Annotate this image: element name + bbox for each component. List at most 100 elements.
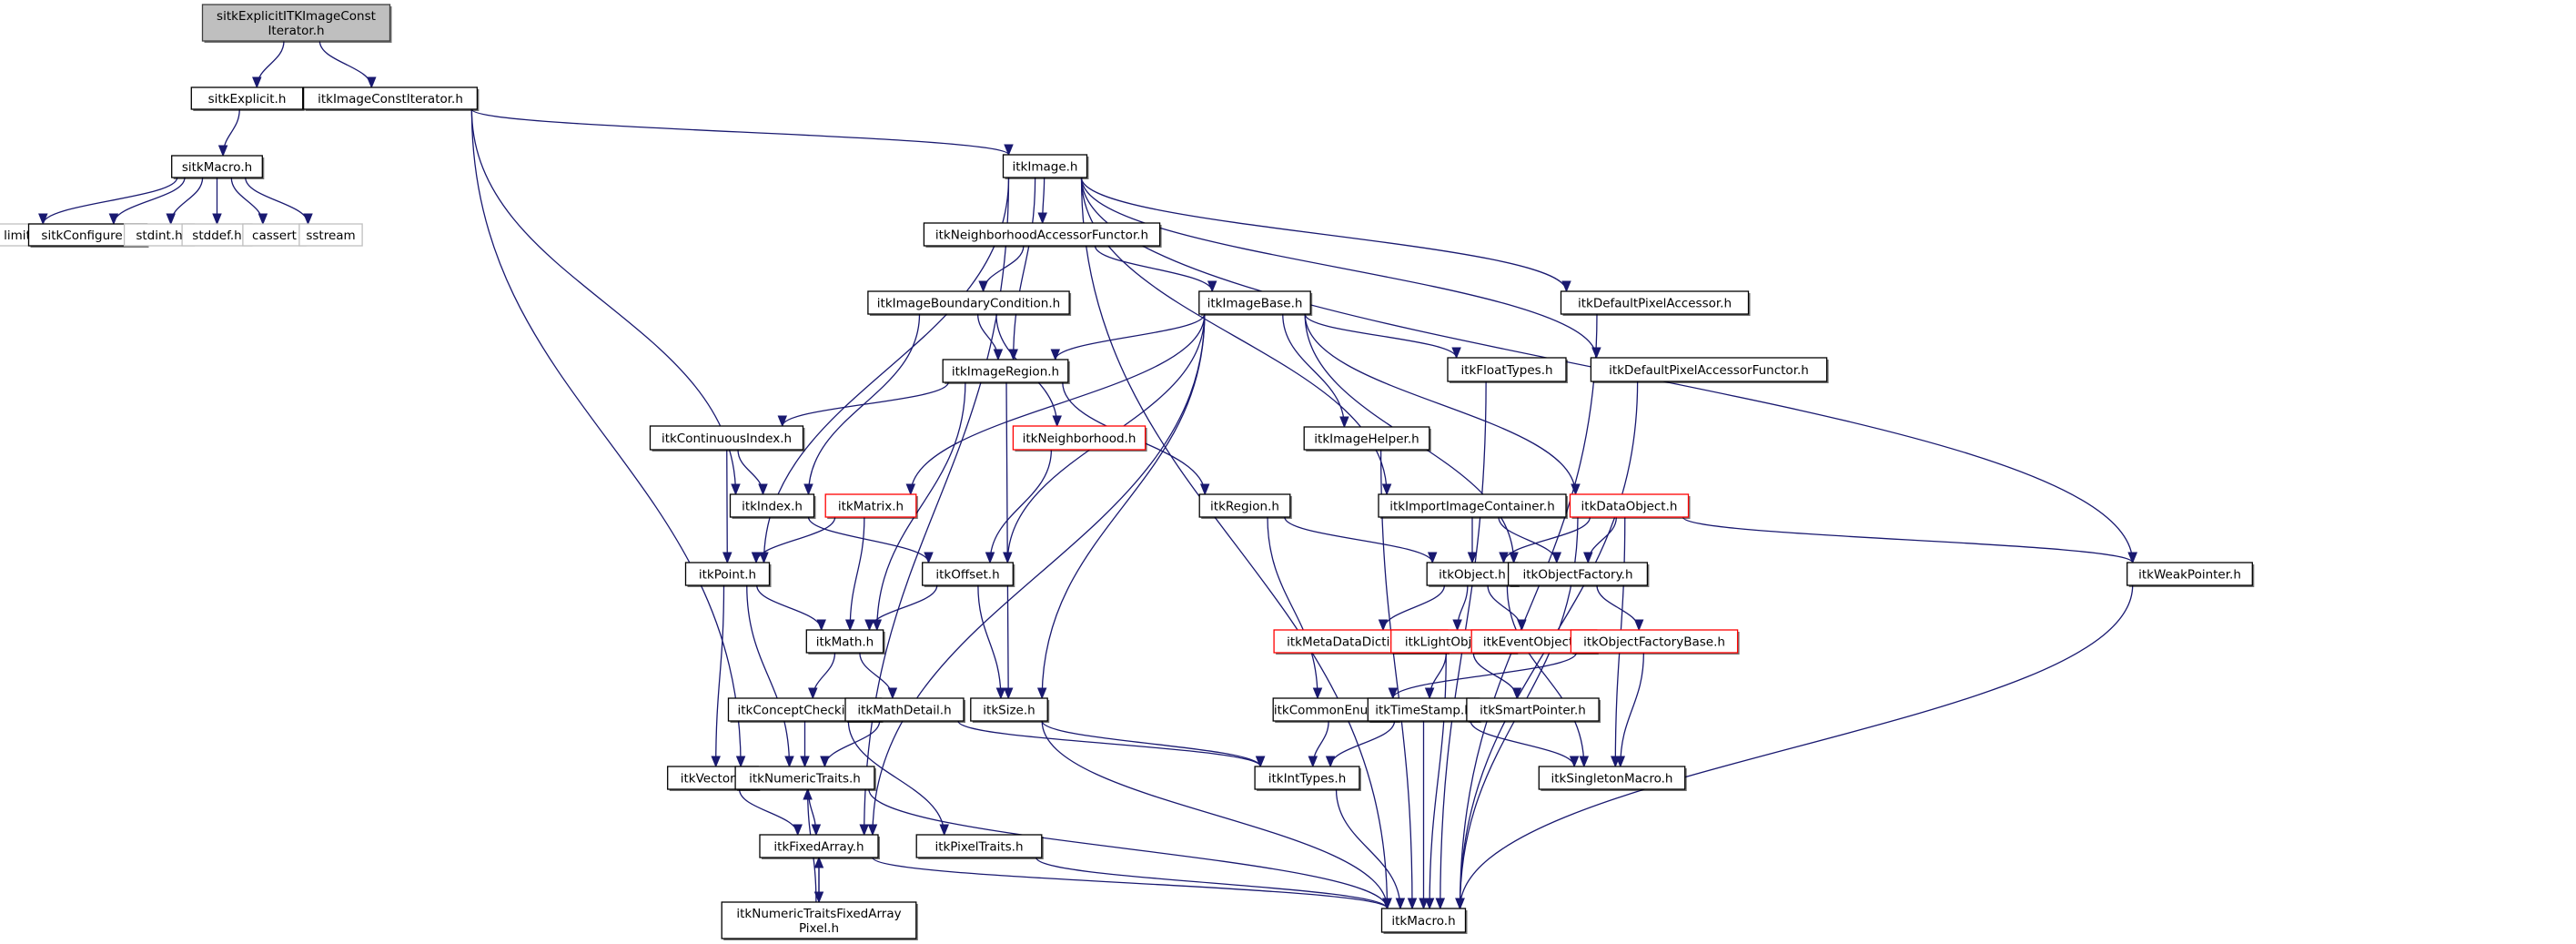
node-box — [302, 86, 479, 110]
arrowhead-icon — [1388, 687, 1399, 700]
node-itkMacro[interactable]: itkMacro.h — [1380, 908, 1468, 934]
node-itkDefaultPixelAccessorFunctor[interactable]: itkDefaultPixelAccessorFunctor.h — [1590, 357, 1829, 383]
arrowhead-icon — [811, 824, 822, 837]
node-label: itkObjectFactoryBase.h — [1583, 635, 1725, 650]
node-box — [1590, 357, 1828, 382]
node-itkNeighborhoodAccessorFunctor[interactable]: itkNeighborhoodAccessorFunctor.h — [923, 222, 1162, 248]
node-label: itkConceptChecking.h — [738, 704, 873, 718]
node-box — [201, 4, 391, 42]
edge-itkContinuousIndex-to-itkIndex — [737, 449, 764, 495]
node-label: itkIndex.h — [742, 500, 803, 514]
arrowhead-icon — [1561, 280, 1571, 293]
arrowhead-icon — [777, 415, 788, 428]
node-label: Pixel.h — [799, 921, 839, 936]
node-box — [844, 697, 965, 722]
arrowhead-icon — [1037, 212, 1047, 225]
node-label: itkSize.h — [983, 704, 1035, 718]
node-box — [1198, 493, 1291, 518]
node-box — [1507, 562, 1649, 586]
node-itkNeighborhood[interactable]: itkNeighborhood.h — [1012, 425, 1147, 452]
node-label: itkDefaultPixelAccessor.h — [1578, 297, 1732, 311]
node-itkImageHelper[interactable]: itkImageHelper.h — [1303, 426, 1431, 452]
node-itkDefaultPixelAccessor[interactable]: itkDefaultPixelAccessor.h — [1560, 290, 1751, 316]
node-itkRegion[interactable]: itkRegion.h — [1198, 493, 1292, 519]
arrowhead-icon — [816, 619, 826, 632]
arrowhead-icon — [784, 756, 794, 768]
node-box — [2126, 562, 2253, 586]
node-itkTimeStamp[interactable]: itkTimeStamp.h — [1367, 697, 1481, 723]
edge-itkImageBase-to-itkImageRegion — [1055, 313, 1206, 360]
node-itkOffset[interactable]: itkOffset.h — [922, 562, 1015, 587]
node-box — [734, 766, 875, 790]
arrowhead-icon — [303, 213, 313, 226]
node-itkFixedArray[interactable]: itkFixedArray.h — [759, 834, 880, 859]
node-itkObject[interactable]: itkObject.h — [1426, 562, 1520, 587]
node-itkSmartPointer[interactable]: itkSmartPointer.h — [1466, 697, 1601, 723]
node-itkImageConstIterator[interactable]: itkImageConstIterator.h — [302, 86, 480, 111]
edge-root-to-sitkExplicit — [256, 40, 285, 88]
edge-itkNeighborhoodAccessorFunctor-to-itkImageBase — [1094, 245, 1213, 292]
node-label: sstream — [306, 228, 355, 243]
edge-sitkMacro-to-sstream — [245, 177, 309, 225]
edge-itkOffset-to-itkSize — [977, 584, 1002, 699]
node-itkObjectFactoryBase[interactable]: itkObjectFactoryBase.h — [1570, 629, 1740, 655]
arrowhead-icon — [864, 619, 874, 632]
node-itkImageBase[interactable]: itkImageBase.h — [1198, 290, 1313, 316]
node-itkIntTypes[interactable]: itkIntTypes.h — [1254, 766, 1361, 791]
node-box — [1254, 766, 1360, 790]
node-itkContinuousIndex[interactable]: itkContinuousIndex.h — [649, 425, 805, 452]
arrowhead-icon — [212, 213, 222, 226]
node-itkWeakPointer[interactable]: itkWeakPointer.h — [2126, 562, 2255, 587]
node-itkSingletonMacro[interactable]: itkSingletonMacro.h — [1538, 766, 1687, 791]
edge-itkImage-to-itkDefaultPixelAccessor — [1080, 177, 1568, 292]
arrowhead-icon — [711, 756, 721, 768]
node-itkPoint[interactable]: itkPoint.h — [684, 562, 772, 587]
arrowhead-icon — [1255, 756, 1266, 768]
node-itkObjectFactory[interactable]: itkObjectFactory.h — [1507, 562, 1650, 587]
node-label: itkFixedArray.h — [773, 840, 864, 855]
node-itkImageRegion[interactable]: itkImageRegion.h — [942, 359, 1070, 384]
node-itkMatrix[interactable]: itkMatrix.h — [824, 493, 918, 519]
arrowhead-icon — [1382, 898, 1392, 910]
arrowhead-icon — [1308, 756, 1318, 768]
edge-itkPoint-to-itkNumericTraits — [746, 584, 791, 767]
arrowhead-icon — [722, 552, 732, 564]
edge-itkImageBase-to-itkFloatTypes — [1304, 313, 1458, 359]
node-box — [1538, 766, 1686, 790]
arrowhead-icon — [1633, 619, 1644, 632]
node-itkIndex[interactable]: itkIndex.h — [729, 493, 816, 519]
node-itkMathDetail[interactable]: itkMathDetail.h — [844, 697, 965, 723]
node-box — [171, 155, 263, 178]
node-label: sitkExplicit.h — [208, 92, 287, 107]
node-box — [923, 222, 1161, 247]
node-label: itkMath.h — [816, 635, 874, 650]
node-itkImage[interactable]: itkImage.h — [1002, 154, 1089, 179]
node-itkNumericTraits[interactable]: itkNumericTraits.h — [734, 766, 876, 791]
node-box — [915, 834, 1043, 858]
node-itkImportImageContainer[interactable]: itkImportImageContainer.h — [1378, 493, 1568, 519]
node-itkSize[interactable]: itkSize.h — [970, 697, 1050, 723]
node-box — [1560, 290, 1750, 315]
node-itkFloatTypes[interactable]: itkFloatTypes.h — [1447, 357, 1568, 383]
node-sitkExplicit[interactable]: sitkExplicit.h — [190, 86, 305, 111]
node-itkPixelTraits[interactable]: itkPixelTraits.h — [915, 834, 1044, 859]
node-label: itkOffset.h — [935, 568, 999, 583]
node-box — [970, 697, 1048, 722]
edge-sitkMacro-to-limits — [42, 177, 178, 225]
node-box — [1380, 908, 1467, 933]
node-itkImageBoundaryCondition[interactable]: itkImageBoundaryCondition.h — [867, 290, 1072, 316]
edge-itkDataObject-to-itkObject — [1502, 516, 1591, 563]
node-sitkMacro[interactable]: sitkMacro.h — [171, 155, 265, 179]
node-box — [1367, 697, 1480, 722]
node-itkMath[interactable]: itkMath.h — [805, 629, 885, 655]
arrowhead-icon — [731, 483, 741, 496]
arrowhead-icon — [1615, 756, 1626, 768]
arrowhead-icon — [1339, 416, 1349, 429]
node-box — [942, 359, 1069, 383]
node-box — [805, 629, 884, 654]
node-itkDataObject[interactable]: itkDataObject.h — [1569, 493, 1691, 519]
